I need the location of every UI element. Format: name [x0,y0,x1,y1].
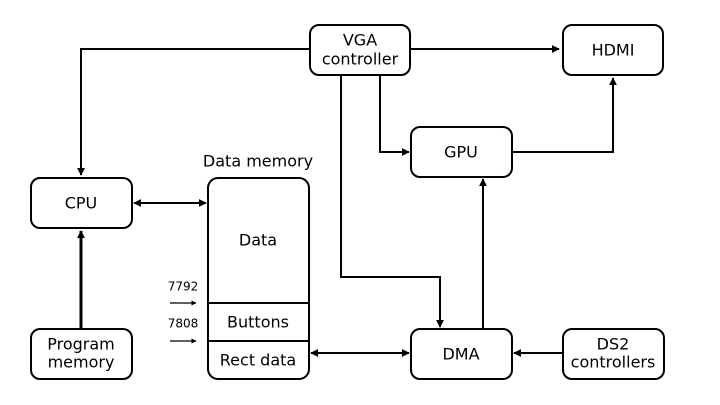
connections [77,45,617,357]
ds2-label-line1: DS2 [597,335,630,354]
program-memory-label-line2: memory [48,353,115,372]
hdmi-label: HDMI [592,41,635,60]
vga-label-line2: controller [322,50,399,69]
ds2-label-line2: controllers [571,353,656,372]
ds2-controllers-node: DS2 controllers [562,328,665,380]
vga-to-cpu-arrow [77,48,310,176]
vga-to-gpu-arrow [379,75,410,156]
buttons-section-label: Buttons [227,313,289,332]
data-memory-block: Data memory Data Buttons Rect data 7792 … [168,152,313,380]
vga-label-line1: VGA [343,31,377,50]
rect-data-section-label: Rect data [220,351,296,370]
address-label-rect: 7808 [168,317,199,331]
program-memory-label-line1: Program [47,335,115,354]
data-memory-title: Data memory [203,152,313,171]
cpu-label: CPU [65,194,98,213]
vga-controller-node: VGA controller [309,24,411,76]
program-memory-node: Program memory [30,328,133,380]
cpu-node: CPU [30,177,133,229]
dma-node: DMA [410,328,513,380]
data-section-label: Data [239,231,277,250]
dma-label: DMA [442,345,479,364]
gpu-label: GPU [444,143,478,162]
hdmi-node: HDMI [562,24,664,76]
gpu-to-hdmi-arrow [512,77,617,153]
address-label-buttons: 7792 [168,280,199,294]
vga-to-dma-arrow [340,75,444,328]
gpu-node: GPU [410,126,513,178]
